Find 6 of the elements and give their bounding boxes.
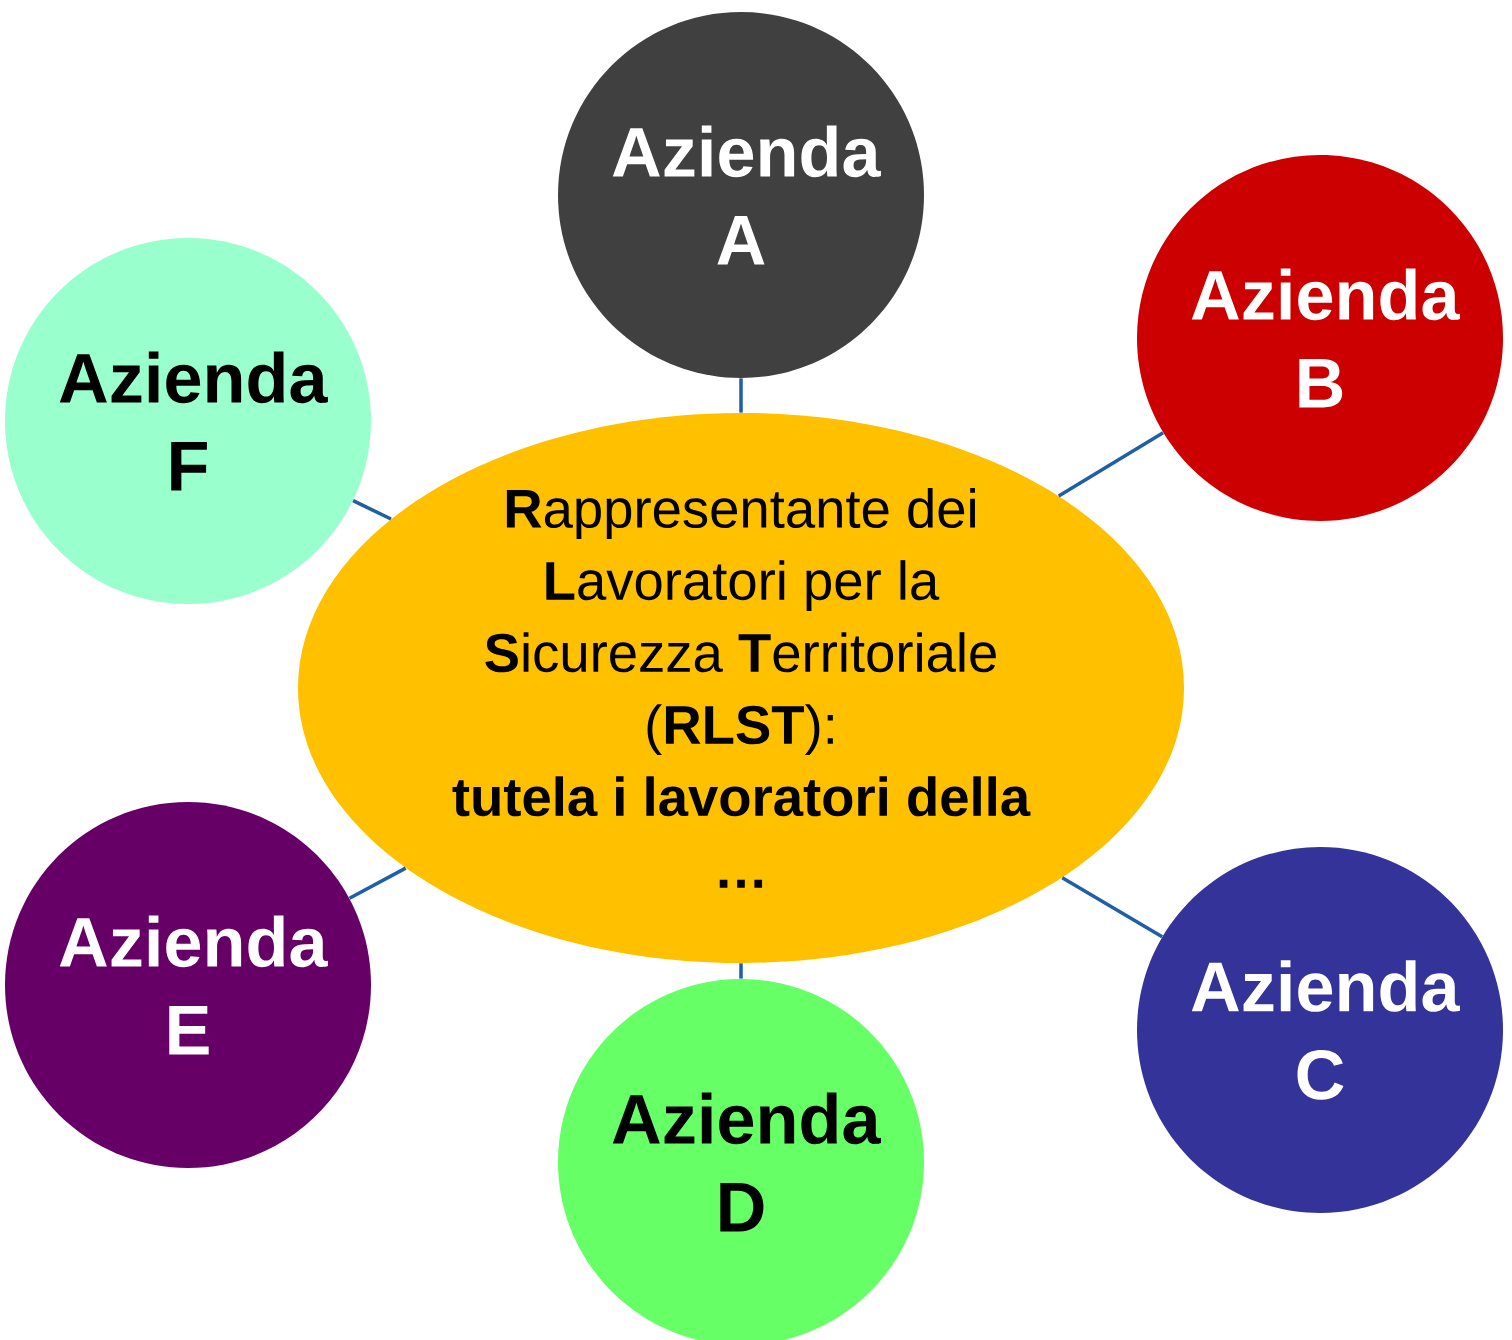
connector-line [352,499,392,521]
connector-line [1061,876,1164,939]
connector-line [739,963,743,979]
connector-line [739,378,743,413]
connector-line [348,866,407,900]
connector-line [1057,431,1164,498]
